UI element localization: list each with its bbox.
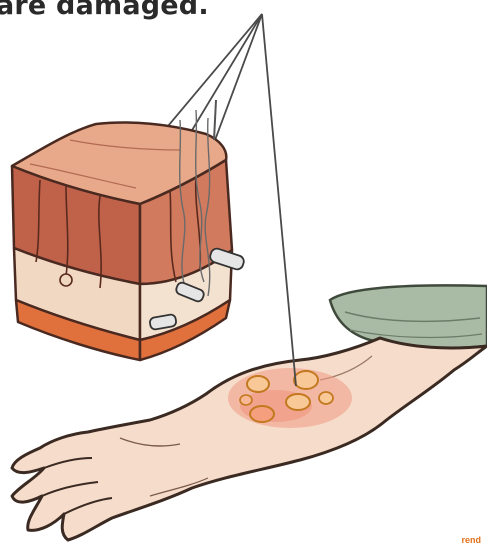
blister xyxy=(247,376,269,392)
skin-cross-section xyxy=(12,100,245,360)
blister xyxy=(250,406,274,422)
blister xyxy=(319,392,333,404)
forearm xyxy=(12,338,487,540)
sleeve xyxy=(330,285,487,348)
watermark-text: rend xyxy=(461,535,481,545)
blister xyxy=(294,371,318,389)
blister xyxy=(286,394,310,410)
blister xyxy=(240,395,252,405)
